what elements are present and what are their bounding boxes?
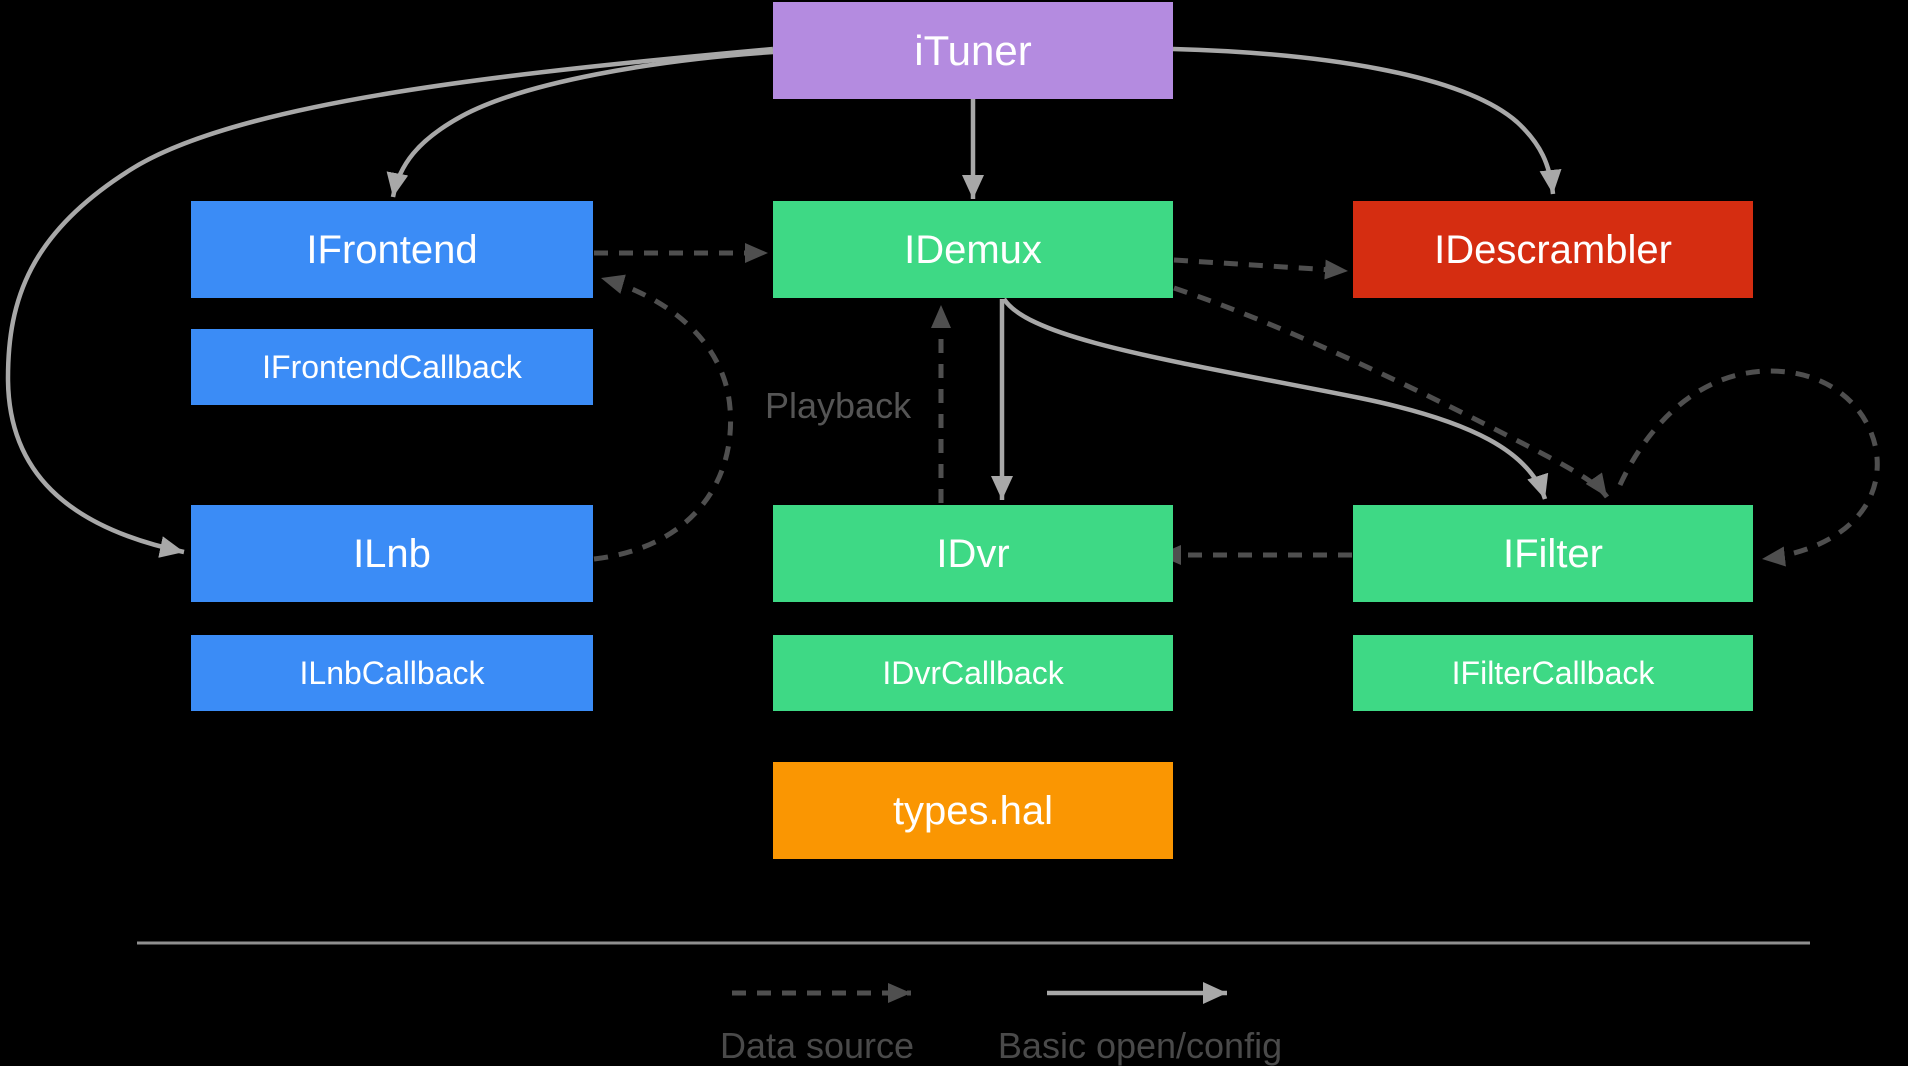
arrow-idemux-to-ifilter-dashed bbox=[1173, 285, 1610, 499]
node-types-hal: types.hal bbox=[773, 762, 1173, 859]
legend-label-basic-open-config: Basic open/config bbox=[997, 1025, 1283, 1066]
legend-label-data-source: Data source bbox=[719, 1025, 915, 1066]
node-idvr: IDvr bbox=[773, 505, 1173, 602]
arrow-ilnb-to-ifrontend-dashed bbox=[593, 274, 734, 562]
node-ifilter: IFilter bbox=[1353, 505, 1753, 602]
arrow-idemux-to-idescrambler-dashed bbox=[1173, 257, 1349, 280]
node-idemux: IDemux bbox=[773, 201, 1173, 298]
node-ifrontend-callback: IFrontendCallback bbox=[191, 329, 593, 405]
node-ituner: iTuner bbox=[773, 2, 1173, 99]
arrow-idemux-to-ifilter bbox=[1002, 297, 1549, 500]
arrow-ituner-to-idescrambler bbox=[1172, 46, 1562, 195]
node-ilnb-callback: ILnbCallback bbox=[191, 635, 593, 711]
arrow-ituner-to-ilnb bbox=[5, 46, 774, 558]
arrow-ifilter-self-loop-dashed bbox=[1617, 368, 1880, 567]
arrow-ituner-to-ifrontend bbox=[386, 49, 774, 198]
node-ifrontend: IFrontend bbox=[191, 201, 593, 298]
node-ifilter-callback: IFilterCallback bbox=[1353, 635, 1753, 711]
node-idescrambler: IDescrambler bbox=[1353, 201, 1753, 298]
node-ilnb: ILnb bbox=[191, 505, 593, 602]
playback-annotation: Playback bbox=[765, 385, 912, 426]
node-idvr-callback: IDvrCallback bbox=[773, 635, 1173, 711]
